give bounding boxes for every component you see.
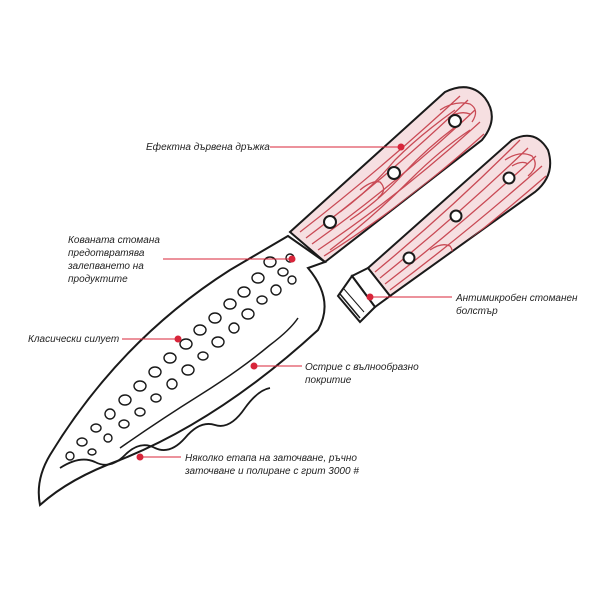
rivet-icon <box>387 166 401 180</box>
label-bolster: Антимикробен стоманен болстър <box>456 292 578 318</box>
callout-dot-silhouette <box>174 335 182 343</box>
label-forged-steel: Кованата стомана предотвратява залепване… <box>68 234 160 286</box>
callout-dot-edge-coating <box>250 362 258 370</box>
large-knife-handle <box>288 86 493 264</box>
rivet-icon <box>448 114 462 128</box>
label-silhouette-line-1: Класически силует <box>28 334 120 345</box>
callout-lines <box>122 146 452 458</box>
label-sharpening-line-2: заточване и полиране с грит 3000 # <box>185 466 359 477</box>
callout-dot-sharpening <box>136 453 144 461</box>
label-handle-line-1: Ефектна дървена дръжка <box>146 142 270 153</box>
label-silhouette: Класически силует <box>28 333 119 346</box>
small-knife <box>336 134 552 324</box>
callout-dots <box>136 143 405 461</box>
bolster <box>336 266 392 324</box>
callout-dot-handle <box>397 143 405 151</box>
label-sharpening-line-1: Няколко етапа на заточване, ръчно <box>185 453 357 464</box>
callout-dot-forged-steel <box>288 255 296 263</box>
callout-dot-bolster <box>366 293 374 301</box>
label-forged-steel-line-2: предотвратява <box>68 248 145 259</box>
label-edge-coating: Острие с вълнообразно покритие <box>305 361 419 387</box>
label-edge-coating-line-1: Острие с вълнообразно <box>305 362 419 373</box>
rivet-icon <box>449 209 463 223</box>
label-handle: Ефектна дървена дръжка <box>146 141 270 154</box>
label-sharpening: Няколко етапа на заточване, ръчно заточв… <box>185 452 359 478</box>
label-forged-steel-line-1: Кованата стомана <box>68 235 160 246</box>
label-bolster-line-2: болстър <box>456 306 498 317</box>
label-forged-steel-line-3: залепването на <box>68 261 144 272</box>
wavy-edge-line <box>119 317 299 449</box>
wavy-edge-line <box>59 387 271 469</box>
label-bolster-line-1: Антимикробен стоманен <box>456 293 578 304</box>
rivet-icon <box>402 251 416 265</box>
rivet-icon <box>323 215 337 229</box>
rivet-icon <box>502 171 516 185</box>
label-forged-steel-line-4: продуктите <box>68 274 128 285</box>
label-edge-coating-line-2: покритие <box>305 375 352 386</box>
